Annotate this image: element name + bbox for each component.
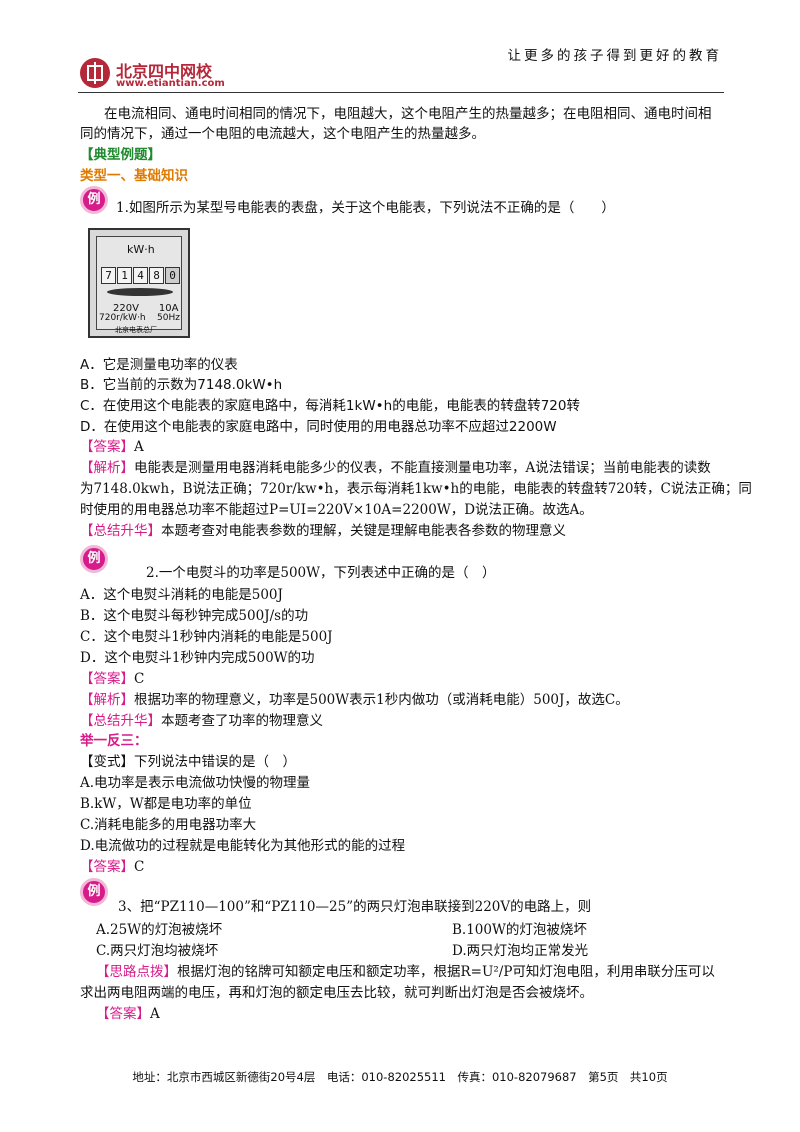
meter-rotor-icon <box>107 288 173 296</box>
section-title: 【典型例题】 <box>80 147 161 163</box>
logo-url[interactable]: www.etiantian.com <box>116 78 225 89</box>
q1-option-b: B．它当前的示数为7148.0kW•h <box>80 377 283 393</box>
meter-spec-right: 50Hz <box>157 313 180 323</box>
meter-maker: 北京电表总厂 <box>115 326 157 334</box>
hint-text: 根据灯泡的铭牌可知额定电压和额定功率，根据R=U²/P可知灯泡电阻，利用串联分压… <box>177 964 715 980</box>
hint-tag: 【思路点拨】 <box>96 964 177 980</box>
q1-summary: 【总结升华】本题考查对电能表参数的理解，关键是理解电能表各参数的物理意义 <box>80 521 566 541</box>
page-footer: 地址：北京市西城区新德街20号4层 电话：010-82025511 传真：010… <box>132 1070 668 1084</box>
q3-option-c: C.两只灯泡均被烧坏 <box>96 943 219 959</box>
header-slogan: 让更多的孩子得到更好的教育 <box>507 48 722 64</box>
meter-digit: 4 <box>133 267 148 284</box>
meter-digit: 1 <box>117 267 132 284</box>
variant-tag: 【变式】 <box>80 754 134 770</box>
intro-line-2: 同的情况下，通过一个电阻的电流越大，这个电阻产生的热量越多。 <box>80 126 485 142</box>
q1-analysis-3: 时使用的用电器总功率不能超过P=UI=220V×10A=2200W，D说法正确。… <box>80 502 593 518</box>
electric-meter-figure: kW·h 7 1 4 8 0 220V 10A 720r/kW·h 50Hz 北… <box>88 228 190 338</box>
practice-variant: 【变式】下列说法中错误的是（ ） <box>80 752 296 772</box>
q3-stem: 3、把“PZ110—100”和“PZ110—25”的两只灯泡串联接到220V的电… <box>118 899 592 915</box>
variant-stem: 下列说法中错误的是（ ） <box>134 754 296 770</box>
q3-hint-line-2: 求出两电阻两端的电压，再和灯泡的额定电压去比较，就可判断出灯泡是否会被烧坏。 <box>80 985 593 1001</box>
practice-title: 举一反三： <box>80 733 148 749</box>
analysis-tag: 【解析】 <box>80 692 134 708</box>
q2-answer: 【答案】C <box>80 669 144 689</box>
meter-rating: 220V 10A <box>113 303 179 314</box>
q2-summary: 【总结升华】本题考查了功率的物理意义 <box>80 711 323 731</box>
practice-option-c: C.消耗电能多的用电器功率大 <box>80 817 257 833</box>
practice-option-b: B.kW，W都是电功率的单位 <box>80 796 252 812</box>
q1-option-d: D．在使用这个电能表的家庭电路中，同时使用的用电器总功率不应超过2200W <box>80 419 557 435</box>
answer-value: A <box>134 439 144 455</box>
intro-line-1: 在电流相同、通电时间相同的情况下，电阻越大，这个电阻产生的热量越多；在电阻相同、… <box>104 106 712 122</box>
answer-value: C <box>134 671 145 687</box>
meter-spec-left: 720r/kW·h <box>99 313 146 323</box>
analysis-tag: 【解析】 <box>80 460 134 476</box>
answer-tag: 【答案】 <box>80 859 134 875</box>
q2-option-a: A．这个电熨斗消耗的电能是500J <box>80 587 283 603</box>
header-divider <box>78 92 724 93</box>
q3-option-d: D.两只灯泡均正常发光 <box>452 943 589 959</box>
example-badge-icon: 例 <box>80 545 108 573</box>
summary-tag: 【总结升华】 <box>80 713 161 729</box>
q2-option-d: D．这个电熨斗1秒钟内完成500W的功 <box>80 650 315 666</box>
q2-option-c: C．这个电熨斗1秒钟内消耗的电能是500J <box>80 629 333 645</box>
example-badge-icon: 例 <box>80 878 108 906</box>
summary-tag: 【总结升华】 <box>80 523 161 539</box>
summary-text: 本题考查了功率的物理意义 <box>161 713 323 729</box>
answer-value: C <box>134 859 145 875</box>
logo-emblem-icon <box>80 58 110 88</box>
practice-option-a: A.电功率是表示电流做功快慢的物理量 <box>80 775 311 791</box>
q1-option-c: C．在使用这个电能表的家庭电路中，每消耗1kW•h的电能，电能表的转盘转720转 <box>80 398 580 414</box>
logo-text: 北京四中网校 <box>116 62 213 81</box>
q2-stem: 2.一个电熨斗的功率是500W，下列表述中正确的是（ ） <box>146 565 496 581</box>
practice-option-d: D.电流做功的过程就是电能转化为其他形式的能的过程 <box>80 838 406 854</box>
answer-tag: 【答案】 <box>80 439 134 455</box>
q1-option-a: A．它是测量电功率的仪表 <box>80 357 238 373</box>
meter-digit: 8 <box>149 267 164 284</box>
practice-answer: 【答案】C <box>80 857 144 877</box>
meter-unit: kW·h <box>127 243 155 256</box>
answer-tag: 【答案】 <box>80 671 134 687</box>
q3-hint: 【思路点拨】根据灯泡的铭牌可知额定电压和额定功率，根据R=U²/P可知灯泡电阻，… <box>96 962 715 982</box>
answer-value: A <box>150 1006 160 1022</box>
q3-option-b: B.100W的灯泡被烧坏 <box>452 922 587 938</box>
q3-option-a: A.25W的灯泡被烧坏 <box>96 922 223 938</box>
logo: 北京四中网校 www.etiantian.com <box>80 58 260 92</box>
example-badge-icon: 例 <box>80 186 108 214</box>
q1-stem: 1.如图所示为某型号电能表的表盘，关于这个电能表，下列说法不正确的是（ ） <box>116 200 615 216</box>
type1-title: 类型一、基础知识 <box>80 168 188 184</box>
analysis-text: 电能表是测量用电器消耗电能多少的仪表，不能直接测量电功率，A说法错误；当前电能表… <box>134 460 711 476</box>
q1-answer: 【答案】A <box>80 437 144 457</box>
q1-analysis-1: 【解析】电能表是测量用电器消耗电能多少的仪表，不能直接测量电功率，A说法错误；当… <box>80 458 711 478</box>
q2-option-b: B．这个电熨斗每秒钟完成500J/s的功 <box>80 608 309 624</box>
q2-analysis: 【解析】根据功率的物理意义，功率是500W表示1秒内做功（或消耗电能）500J，… <box>80 690 629 710</box>
answer-tag: 【答案】 <box>96 1006 150 1022</box>
meter-digit: 7 <box>101 267 116 284</box>
analysis-text: 根据功率的物理意义，功率是500W表示1秒内做功（或消耗电能）500J，故选C。 <box>134 692 629 708</box>
meter-digit: 0 <box>165 267 180 284</box>
summary-text: 本题考查对电能表参数的理解，关键是理解电能表各参数的物理意义 <box>161 523 566 539</box>
q3-answer: 【答案】A <box>96 1004 160 1024</box>
q1-analysis-2: 为7148.0kwh，B说法正确；720r/kw•h，表示每消耗1kw•h的电能… <box>80 481 752 497</box>
